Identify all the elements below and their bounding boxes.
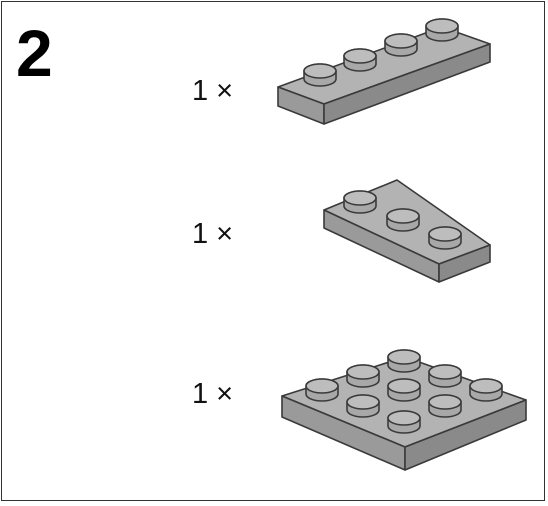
step-number: 2 [16, 16, 53, 90]
part-3-quantity: 1 × [192, 378, 234, 410]
part-1-quantity: 1 × [192, 75, 234, 107]
part-2-quantity: 1 × [192, 218, 234, 250]
